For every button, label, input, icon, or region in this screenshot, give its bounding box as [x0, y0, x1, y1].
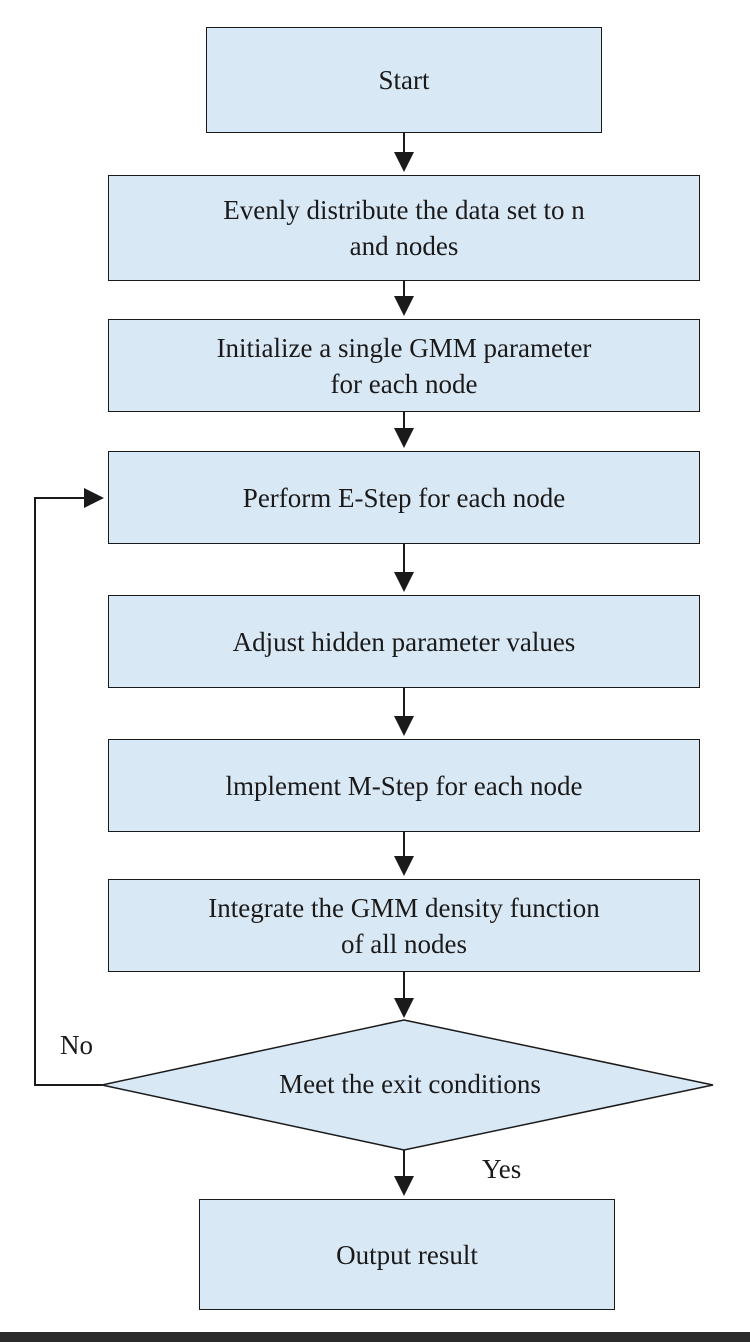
e-step-label: Perform E-Step for each node: [242, 482, 566, 513]
decision-diamond: [101, 1019, 714, 1151]
integrate-label: Integrate the GMM density function of al…: [208, 892, 600, 959]
adjust-label: Adjust hidden parameter values: [232, 626, 576, 657]
m-step-label: lmplement M-Step for each node: [225, 770, 583, 801]
output-label: Output result: [336, 1239, 478, 1270]
m-step-box: lmplement M-Step for each node: [108, 739, 700, 832]
decision-label: Meet the exit conditions: [279, 1069, 541, 1099]
branch-yes-label: Yes: [482, 1154, 522, 1184]
init-gmm-label: Initialize a single GMM parameter for ea…: [216, 332, 592, 399]
distribute-label: Evenly distribute the data set to n and …: [223, 195, 585, 261]
arrow-no-loop: [34, 488, 104, 1086]
adjust-box: Adjust hidden parameter values: [108, 595, 700, 688]
branch-no-label: No: [60, 1030, 93, 1060]
bottom-edge-bar: [0, 1332, 750, 1342]
output-box: Output result: [199, 1199, 615, 1310]
init-gmm-box: Initialize a single GMM parameter for ea…: [108, 319, 700, 412]
start-label: Start: [378, 65, 430, 95]
integrate-box: Integrate the GMM density function of al…: [108, 879, 700, 972]
start-box: Start: [206, 27, 602, 133]
distribute-box: Evenly distribute the data set to n and …: [108, 175, 700, 281]
e-step-box: Perform E-Step for each node: [108, 451, 700, 544]
